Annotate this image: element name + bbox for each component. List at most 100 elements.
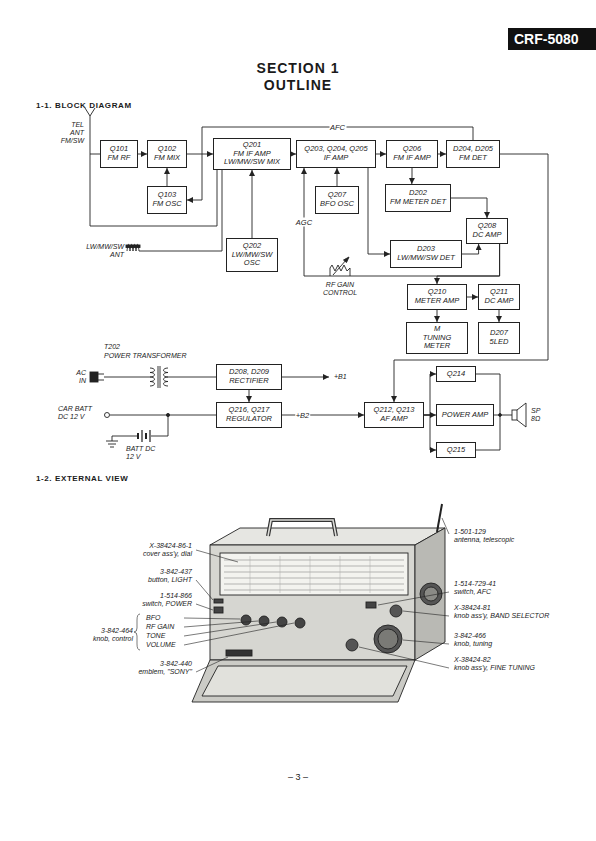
signal-label: SP 8Ω [531, 407, 540, 423]
power-supply-wiring-part [150, 368, 155, 386]
part-number: X-38424-81 [454, 604, 491, 612]
block-box: Q203, Q204, Q205IF AMP [296, 140, 376, 168]
part-number: Q210 [428, 288, 446, 297]
speaker-wiring-part [517, 403, 526, 427]
power-supply-wiring-part [110, 415, 216, 416]
control-label: RF GAIN CONTROL [319, 281, 361, 297]
part-number: 3-842-466 [454, 632, 486, 640]
block-box: Q214 [436, 366, 476, 382]
block-box: D208, D209RECTIFIER [216, 364, 282, 390]
part-number: Q207 [328, 191, 346, 200]
block-box: Q210METER AMP [407, 284, 467, 310]
block-function: RECTIFIER [229, 377, 269, 386]
radio-illustration-part [220, 553, 408, 595]
signal-label: BATT DC 12 V [126, 445, 156, 461]
power-supply-wiring-part [98, 374, 150, 380]
signal-line [438, 154, 446, 155]
line-label: +B2 [295, 411, 311, 420]
radio-illustration-part [214, 607, 223, 613]
part-number: D204, D205 [453, 145, 493, 154]
control-name: BFO [146, 614, 160, 622]
block-box: Q212, Q213AF AMP [364, 402, 424, 428]
part-number: Q201 [243, 141, 261, 150]
block-function: Q214 [447, 370, 465, 379]
power-supply-wiring-part [168, 377, 216, 378]
part-name: cover ass'y, dial [143, 550, 192, 558]
part-number: Q102 [158, 145, 176, 154]
radio-illustration-part [210, 545, 415, 660]
line-label: AFC [329, 123, 346, 132]
block-box: Q202LW/MW/SW OSC [226, 238, 278, 272]
leader-lines-part [442, 518, 449, 534]
leader-lines-part [359, 647, 449, 668]
block-function: POWER AMP [442, 411, 488, 420]
radio-illustration-part [202, 666, 407, 696]
block-function: Q215 [447, 446, 465, 455]
power-supply-wiring-part [138, 433, 146, 439]
signal-label: LW/MW/SW ANT [86, 243, 124, 259]
part-number: T202 [104, 343, 120, 351]
part-name: POWER TRANSFORMER [104, 352, 186, 360]
block-function: IF AMP [324, 154, 349, 163]
radio-illustration-part [241, 615, 251, 625]
block-box: MTUNING METER [406, 322, 468, 354]
part-name: emblem, "SONY" [138, 668, 192, 676]
rf-gain-resistor [330, 257, 350, 276]
radio-illustration-part [192, 660, 415, 702]
power-supply-wiring-part [166, 413, 169, 416]
part-name: knob ass'y, FINE TUNING [454, 664, 535, 672]
block-box: Q101FM RF [100, 140, 138, 168]
part-number: 3-842-440 [160, 660, 192, 668]
radio-illustration-part [346, 639, 358, 651]
page-number: – 3 – [268, 772, 328, 782]
block-function: FM METER DET [390, 198, 446, 207]
part-number: D202 [409, 189, 427, 198]
block-box: D2075LED [478, 322, 520, 354]
block-box: Q215 [436, 442, 476, 458]
power-supply-wiring-part [90, 372, 98, 382]
radio-illustration-part [268, 520, 336, 536]
part-number: Q211 [490, 288, 508, 297]
part-name: button, LIGHT [148, 576, 192, 584]
signal-line [437, 310, 438, 322]
block-function: FM DET [459, 154, 487, 163]
signal-line [249, 390, 250, 402]
antenna-wiring-part [126, 245, 140, 248]
radio-illustration-part [390, 605, 402, 617]
block-function: DC AMP [473, 231, 502, 240]
part-number: 1-514-729-41 [454, 580, 496, 588]
signal-line [451, 198, 487, 218]
part-number: Q203, Q204, Q205 [304, 145, 367, 154]
block-function: FM RF [108, 154, 131, 163]
radio-illustration-part [226, 650, 252, 656]
leader-lines-part [378, 592, 449, 605]
part-number: 1-514-866 [160, 592, 192, 600]
radio-illustration-part [214, 599, 223, 603]
power-supply-wiring-part [112, 436, 138, 441]
control-name: VOLUME [146, 641, 176, 649]
part-number: M [434, 325, 440, 334]
radio-illustration-part [250, 556, 370, 593]
leader-lines-part [184, 621, 258, 627]
part-number: D207 [490, 329, 508, 338]
block-function: METER AMP [415, 297, 459, 306]
part-number: Q212, Q213 [374, 406, 415, 415]
block-function: FM MIX [154, 154, 180, 163]
part-number: X-38424-82 [454, 656, 491, 664]
part-number: D208, D209 [229, 368, 269, 377]
power-supply-wiring-part [105, 413, 110, 418]
block-box: Q207BFO OSC [315, 186, 359, 214]
signal-line [167, 168, 168, 186]
leader-lines-part [184, 618, 240, 619]
block-function: AF AMP [380, 415, 408, 424]
signal-line [424, 415, 436, 450]
block-box: Q216, Q217REGULATOR [216, 402, 282, 428]
section-heading: 1-2. EXTERNAL VIEW [36, 474, 128, 484]
part-name: switch, POWER [142, 600, 192, 608]
block-function: DC AMP [485, 297, 514, 306]
antenna-wiring-part [127, 244, 139, 251]
power-supply-wiring-part [282, 377, 329, 378]
power-supply-wiring-part [158, 366, 160, 388]
part-name: antenna, telescopic [454, 536, 514, 544]
